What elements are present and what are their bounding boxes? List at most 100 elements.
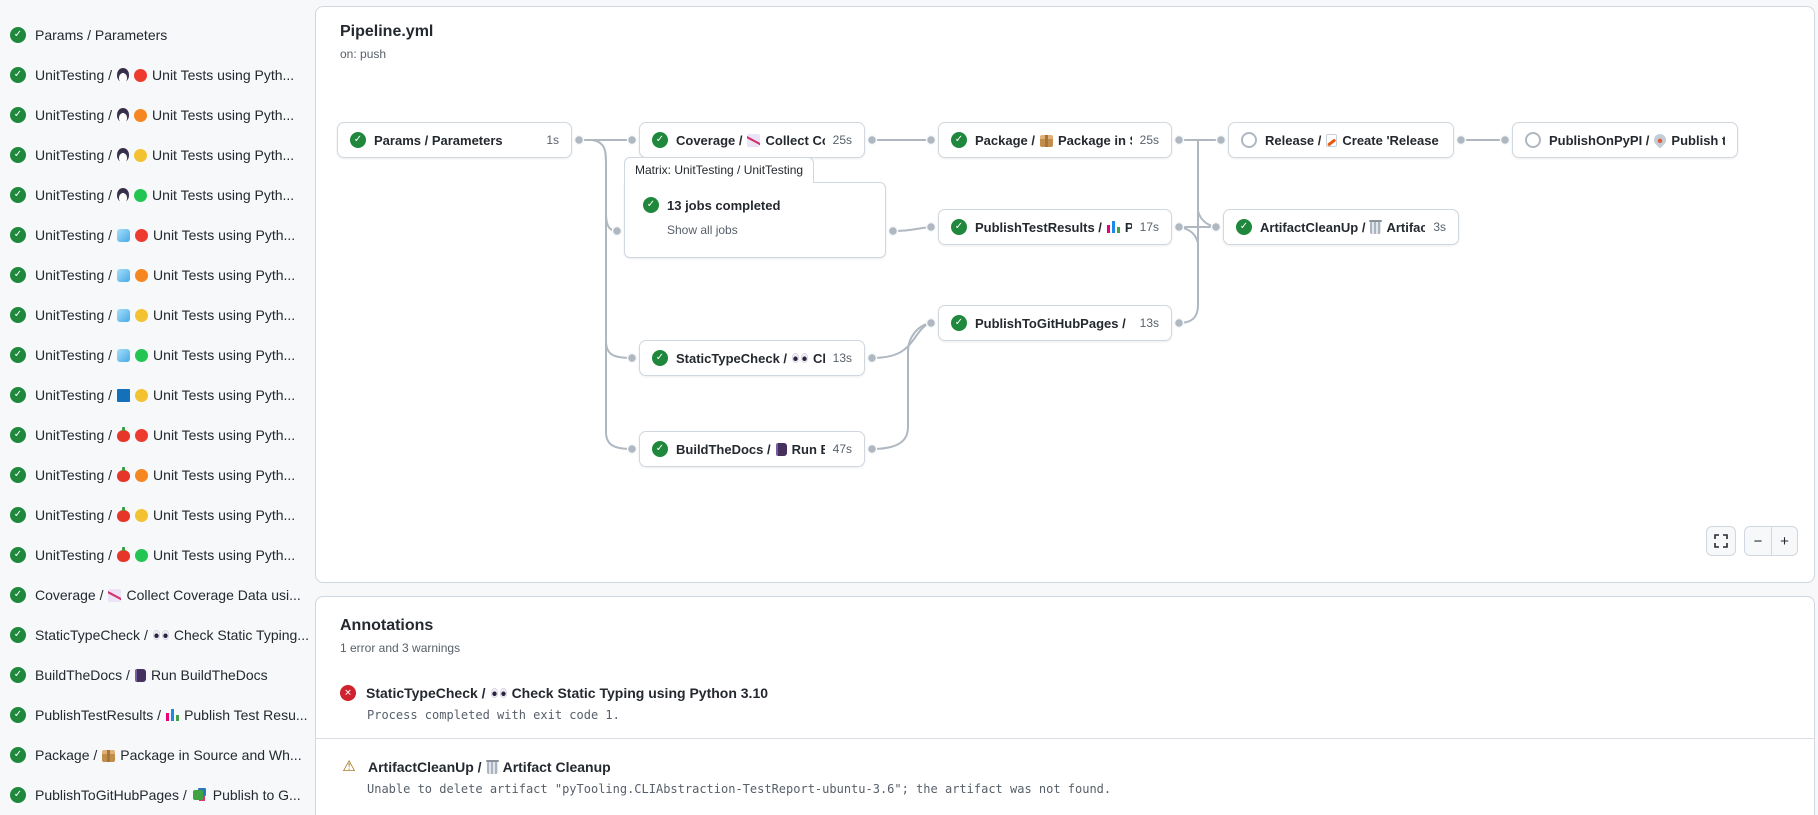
node-params[interactable]: Params / Parameters 1s — [337, 122, 572, 158]
graph-canvas[interactable]: Params / Parameters 1s Coverage /Collect C… — [316, 7, 1814, 582]
sidebar-item-package[interactable]: Package /Package in Source and Wh... — [0, 735, 315, 775]
label-text: BuildTheDocs / — [35, 667, 130, 683]
sidebar-item-params[interactable]: Params / Parameters — [0, 15, 315, 55]
sidebar-item-buildthedocs[interactable]: BuildTheDocs /Run BuildTheDocs — [0, 655, 315, 695]
sidebar-item-publishtogithubpages[interactable]: PublishToGitHubPages /Publish to G... — [0, 775, 315, 815]
sidebar-item-unittesting-bluesquare-yellow[interactable]: UnitTesting /Unit Tests using Pyth... — [0, 375, 315, 415]
job-label: UnitTesting /Unit Tests using Pyth... — [35, 107, 294, 123]
job-label: PublishToGitHubPages /Publish to G... — [35, 787, 301, 803]
label-text: Publish to G... — [212, 787, 301, 803]
penguin-icon — [117, 108, 130, 122]
label-text: Check Static Typing... — [173, 627, 309, 643]
dot-red-icon — [134, 68, 148, 82]
label-text: Unit Tests using Pyth... — [153, 227, 296, 243]
label-text: UnitTesting / — [35, 67, 113, 83]
ice-cube-icon — [117, 228, 131, 242]
label-text: ArtifactCleanUp / — [1260, 219, 1366, 235]
zoom-out-button[interactable]: − — [1753, 532, 1763, 550]
sidebar-item-unittesting-linux-red[interactable]: UnitTesting /Unit Tests using Pyth... — [0, 55, 315, 95]
sidebar-item-unittesting-linux-yellow[interactable]: UnitTesting /Unit Tests using Pyth... — [0, 135, 315, 175]
package-icon — [102, 749, 116, 762]
label-text: Params / Parameters — [35, 27, 168, 43]
annotation-title-link[interactable]: ArtifactCleanUp /Artifact Cleanup — [340, 759, 1790, 775]
zoom-in-button[interactable]: + — [1771, 527, 1797, 555]
label-text: Unit Tests using Pyth... — [152, 187, 295, 203]
node-publishonpypi[interactable]: PublishOnPyPI /Publish to ... — [1512, 122, 1738, 158]
dot-yellow-icon — [135, 388, 149, 402]
label-text: UnitTesting / — [35, 187, 113, 203]
label-text: Publish to ... — [1671, 132, 1725, 148]
label-text: UnitTesting / — [35, 547, 113, 563]
sidebar-item-publishtestresults[interactable]: PublishTestResults /Publish Test Resu... — [0, 695, 315, 735]
sidebar-item-unittesting-macos-yellow[interactable]: UnitTesting /Unit Tests using Pyth... — [0, 495, 315, 535]
node-label: PublishOnPyPI /Publish to ... — [1549, 132, 1725, 148]
ice-cube-icon — [117, 308, 131, 322]
sidebar-item-unittesting-macos-green[interactable]: UnitTesting /Unit Tests using Pyth... — [0, 535, 315, 575]
package-icon — [1040, 134, 1053, 147]
show-all-jobs-link[interactable]: Show all jobs — [667, 223, 738, 237]
fullscreen-button[interactable] — [1706, 526, 1736, 556]
annotation-row-warning: ArtifactCleanUp /Artifact CleanupUnable … — [316, 745, 1814, 806]
sidebar-item-unittesting-windows-yellow[interactable]: UnitTesting /Unit Tests using Pyth... — [0, 295, 315, 335]
label-text: UnitTesting / — [35, 107, 113, 123]
sidebar-item-coverage[interactable]: Coverage /Collect Coverage Data usi... — [0, 575, 315, 615]
label-text: Params / Parameters — [374, 132, 503, 148]
sidebar-item-unittesting-macos-red[interactable]: UnitTesting /Unit Tests using Pyth... — [0, 415, 315, 455]
sidebar-item-unittesting-windows-orange[interactable]: UnitTesting /Unit Tests using Pyth... — [0, 255, 315, 295]
penguin-icon — [117, 188, 130, 202]
node-buildthedocs[interactable]: BuildTheDocs /Run Buil...47s — [639, 431, 865, 467]
annotations-panel: Annotations 1 error and 3 warnings Stati… — [315, 596, 1815, 815]
node-release[interactable]: Release /Create 'Release P... — [1228, 122, 1454, 158]
node-label: StaticTypeCheck /Chec... — [676, 351, 825, 366]
sidebar-item-statictypecheck[interactable]: StaticTypeCheck /Check Static Typing... — [0, 615, 315, 655]
label-text: UnitTesting / — [35, 507, 113, 523]
check-icon — [10, 267, 26, 283]
check-icon — [10, 227, 26, 243]
sidebar-item-unittesting-macos-orange[interactable]: UnitTesting /Unit Tests using Pyth... — [0, 455, 315, 495]
sidebar-item-unittesting-windows-green[interactable]: UnitTesting /Unit Tests using Pyth... — [0, 335, 315, 375]
sidebar-item-unittesting-linux-orange[interactable]: UnitTesting /Unit Tests using Pyth... — [0, 95, 315, 135]
blue-square-icon — [117, 388, 131, 402]
eyes-icon — [490, 688, 507, 698]
node-publishtogithubpages[interactable]: PublishToGitHubPages /...13s — [938, 305, 1172, 341]
check-icon — [10, 427, 26, 443]
node-coverage[interactable]: Coverage /Collect Cove...25s — [639, 122, 865, 158]
matrix-body: 13 jobs completed Show all jobs — [624, 182, 886, 258]
ice-cube-icon — [117, 348, 131, 362]
label-text: StaticTypeCheck / — [366, 685, 486, 701]
job-list-sidebar: Params / ParametersUnitTesting / Unit Tes… — [0, 0, 315, 815]
annotation-job-name: ArtifactCleanUp /Artifact Cleanup — [368, 759, 611, 775]
notebook-icon — [775, 442, 787, 456]
apple-icon — [117, 427, 131, 442]
node-artifactcleanup[interactable]: ArtifactCleanUp /Artifac...3s — [1223, 209, 1459, 245]
penguin-icon — [117, 148, 130, 162]
label-text: UnitTesting / — [35, 347, 113, 363]
check-icon — [951, 219, 967, 235]
node-statictypecheck[interactable]: StaticTypeCheck /Chec...13s — [639, 340, 865, 376]
annotation-title-link[interactable]: StaticTypeCheck /Check Static Typing usi… — [340, 685, 1790, 701]
check-icon — [10, 627, 26, 643]
check-icon — [652, 132, 668, 148]
memo-icon — [1326, 133, 1338, 147]
dot-orange-icon — [135, 468, 149, 482]
job-label: Params / Parameters — [35, 27, 167, 43]
label-text: StaticTypeCheck / — [676, 350, 788, 366]
job-label: PublishTestResults /Publish Test Resu... — [35, 707, 308, 723]
check-icon — [1236, 219, 1252, 235]
node-package[interactable]: Package /Package in So...25s — [938, 122, 1172, 158]
label-text: Unit Tests using Pyth... — [153, 427, 296, 443]
annotation-job-name: StaticTypeCheck /Check Static Typing usi… — [366, 685, 768, 701]
node-publishtestresults[interactable]: PublishTestResults /Pu...17s — [938, 209, 1172, 245]
label-text: Coverage / — [676, 132, 743, 148]
chart-increasing-icon — [747, 133, 761, 147]
annotation-divider — [316, 738, 1814, 739]
label-text: PublishTestResults / — [35, 707, 162, 723]
sidebar-item-unittesting-windows-red[interactable]: UnitTesting /Unit Tests using Pyth... — [0, 215, 315, 255]
label-text: Create 'Release P... — [1342, 132, 1441, 148]
dot-orange-icon — [135, 268, 149, 282]
node-duration: 1s — [546, 133, 559, 147]
workflow-graph-panel: Pipeline.yml on: push — [315, 6, 1815, 583]
sidebar-item-unittesting-linux-green[interactable]: UnitTesting / Unit Tests using Pyth... — [0, 175, 315, 215]
job-label: BuildTheDocs /Run BuildTheDocs — [35, 667, 268, 683]
